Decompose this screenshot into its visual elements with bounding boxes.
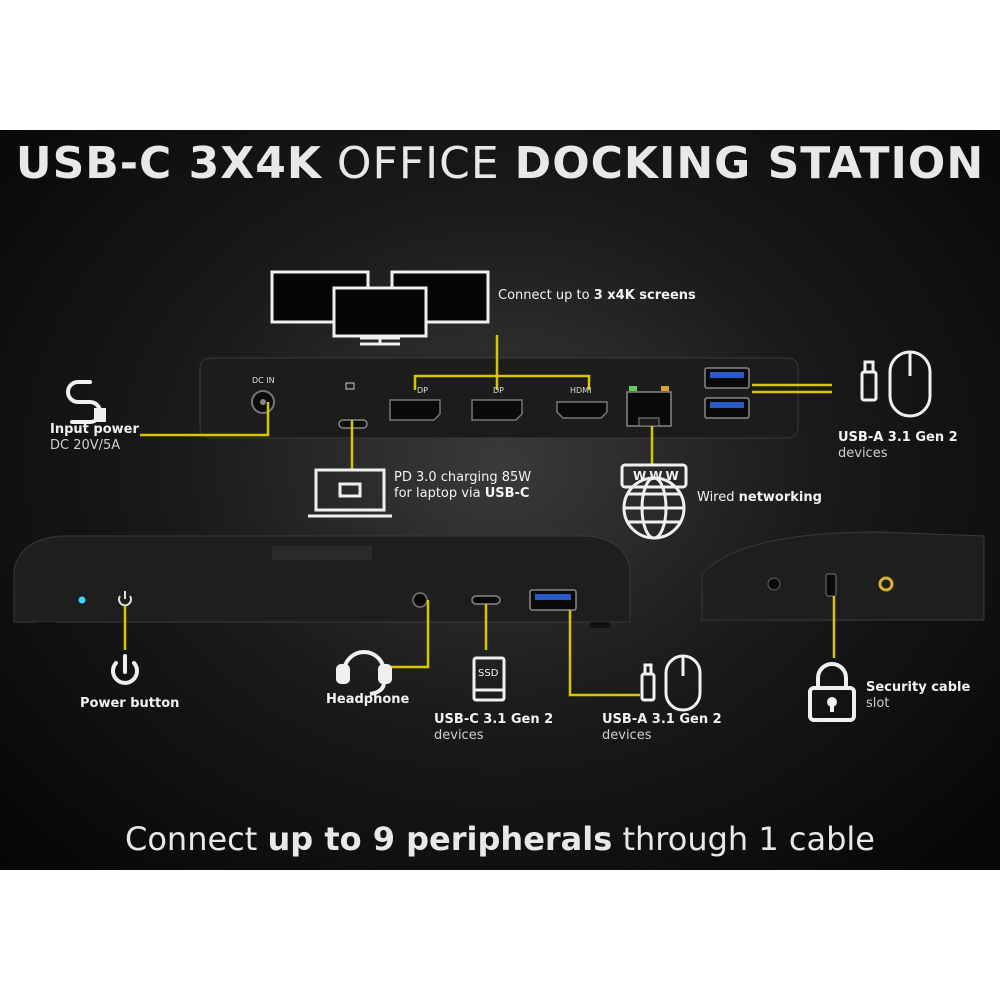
front-dock-body <box>13 535 631 628</box>
dp-port-label-2: DP <box>493 386 504 395</box>
lock-icon <box>808 662 856 722</box>
monitors-icon <box>270 270 490 346</box>
mouse-icon <box>888 350 932 418</box>
wired-networking-label: Wired networking <box>697 490 822 505</box>
usb-a-front-port-icon <box>529 589 577 611</box>
illustration <box>13 270 985 722</box>
usb-stick-front-icon <box>640 663 656 702</box>
power-button-label: Power button <box>80 696 180 711</box>
dc-in-port-icon <box>251 390 275 414</box>
www-label: WWW <box>633 469 682 483</box>
headset-icon <box>336 650 392 696</box>
product-infographic: USB-C 3X4K OFFICE DOCKING STATION <box>0 130 1000 870</box>
title-part-2: OFFICE <box>336 138 500 189</box>
globe-icon <box>620 463 688 540</box>
audio-jack-icon <box>412 592 428 608</box>
laptop-icon <box>308 468 392 518</box>
power-switch-icon <box>118 591 132 607</box>
usb-c-front-port-icon <box>471 595 501 605</box>
side-dock-body <box>701 531 985 621</box>
accent-lines <box>140 335 832 470</box>
status-led <box>78 596 86 604</box>
hdmi-port-label: HDMI <box>570 386 592 395</box>
ssd-label: SSD <box>478 668 499 679</box>
tagline: Connect up to 9 peripherals through 1 ca… <box>125 820 875 858</box>
dp-port-label-1: DP <box>417 386 428 395</box>
dc-in-port-label: DC IN <box>252 376 275 385</box>
dp-port-icons <box>389 399 523 421</box>
usb-stick-icon <box>860 360 878 402</box>
headphone-label: Headphone <box>326 692 410 707</box>
ssd-icon <box>472 656 506 702</box>
front-accent-lines <box>123 596 836 697</box>
ethernet-port-icon <box>626 386 672 427</box>
power-plug-icon <box>66 380 106 424</box>
power-button-icon <box>111 654 139 685</box>
hdmi-port-icon <box>556 401 608 419</box>
mouse-front-icon <box>664 654 702 712</box>
page-title: USB-C 3X4K OFFICE DOCKING STATION <box>0 138 1000 189</box>
screens-label: Connect up to 3 x4K screens <box>498 288 696 303</box>
title-part-3: DOCKING STATION <box>514 138 985 189</box>
usb-a-rear-ports-icon <box>704 367 750 419</box>
title-part-1: USB-C 3X4K <box>15 138 322 189</box>
